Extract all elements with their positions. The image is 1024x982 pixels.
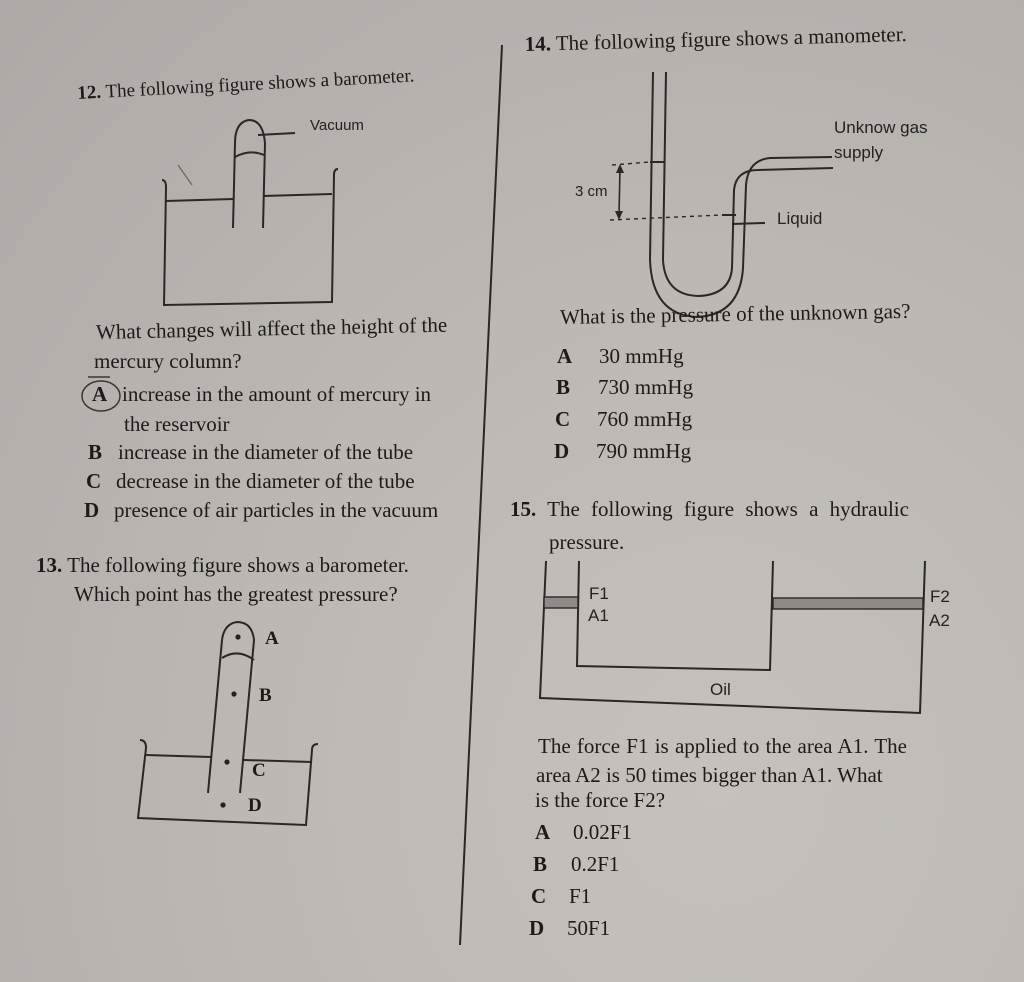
barometer-figure-q13 bbox=[136, 620, 319, 827]
point-a-label: A bbox=[265, 628, 279, 649]
gas-supply-label-2: supply bbox=[834, 143, 884, 162]
q13-subtitle: Which point has the greatest pressure? bbox=[74, 582, 398, 606]
q15-title: 15. The following figure shows a hydraul… bbox=[510, 497, 909, 521]
oil-label: Oil bbox=[710, 680, 731, 699]
q13-title: 13. The following figure shows a baromet… bbox=[36, 553, 409, 577]
manometer-figure bbox=[609, 71, 834, 319]
q12-question: What changes will affect the height of t… bbox=[94, 312, 448, 373]
gas-supply-label-1: Unknow gas bbox=[834, 118, 928, 137]
f1-label: F1 bbox=[589, 584, 609, 603]
liquid-label: Liquid bbox=[777, 209, 823, 228]
height-label: 3 cm bbox=[575, 183, 608, 200]
f2-label: F2 bbox=[930, 587, 950, 606]
point-b-label: B bbox=[259, 685, 272, 706]
barometer-figure-q12 bbox=[161, 118, 339, 307]
q12-option-a-cont: the reservoir bbox=[124, 412, 230, 436]
point-c-label: C bbox=[252, 760, 266, 781]
q15-title-cont: pressure. bbox=[549, 530, 625, 554]
vacuum-label: Vacuum bbox=[310, 117, 364, 134]
circle-mark-icon bbox=[81, 376, 121, 412]
q15-question: The force F1 is applied to the area A1. … bbox=[535, 734, 907, 812]
point-d-label: D bbox=[248, 795, 262, 816]
hydraulic-figure bbox=[538, 560, 926, 715]
a2-label: A2 bbox=[929, 611, 950, 630]
q12-option-a-letter: A bbox=[92, 382, 108, 406]
a1-label: A1 bbox=[588, 606, 609, 625]
